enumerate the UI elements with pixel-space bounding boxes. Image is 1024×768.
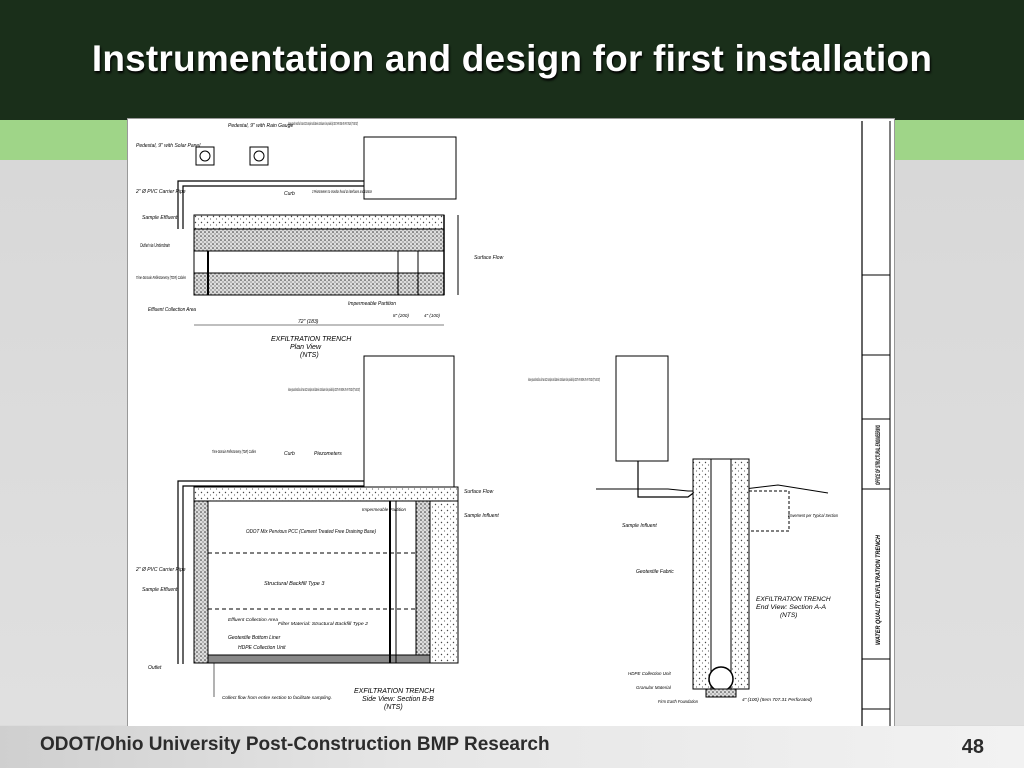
label-metal-box: Above-ground metal box for two ISCO samp…: [288, 121, 358, 126]
label-metal-box-side: Above-ground metal box for two ISCO samp…: [288, 387, 360, 392]
label-curb: Curb: [284, 191, 295, 197]
label-filter: Filter Material: Structural Backfill Typ…: [278, 621, 369, 626]
title-bar: [0, 0, 1024, 120]
slide-title: Instrumentation and design for first ins…: [91, 38, 933, 79]
side-caption-2: Side View: Section B-B: [362, 696, 434, 703]
side-curb: [193, 486, 459, 502]
plan-caption-3: (NTS): [300, 352, 319, 359]
end-view: Above-ground metal box for two ISCO samp…: [528, 355, 838, 704]
label-effluent-area-side: Effluent Collection Area: [228, 617, 279, 622]
title-block: OFFICE OF STRUCTURAL ENGINEERING WATER Q…: [861, 121, 891, 727]
metal-box: [363, 136, 457, 200]
label-carrier-pipe: 2" Ø PVC Carrier Pipe: [135, 189, 186, 195]
label-surface-flow: Surface Flow: [474, 255, 504, 261]
side-view: Above-ground metal box for two ISCO samp…: [135, 355, 499, 711]
label-geotextile-side: Geotextile Bottom Liner: [228, 635, 281, 641]
end-caption-1: EXFILTRATION TRENCH: [756, 596, 831, 603]
label-sample-effluent: Sample Effluent: [142, 215, 178, 221]
label-geotextile-end: Geotextile Fabric: [636, 569, 674, 575]
label-pedestal-solar: Pedestal, 9" with Solar Panel: [136, 143, 201, 149]
label-pedestal-gauge: Pedestal, 9" with Rain Gauge: [228, 123, 293, 129]
metal-box-side: [363, 355, 455, 489]
label-pipe: 4" (100) (Item 707.31 Perforated): [742, 697, 813, 702]
plan-caption-2: Plan View: [290, 344, 322, 351]
label-sample-effluent-side: Sample Effluent: [142, 587, 178, 593]
label-carrier-pipe-side: 2" Ø PVC Carrier Pipe: [135, 567, 186, 573]
label-firm-earth: Firm Earth Foundation: [658, 699, 698, 704]
label-impermeable-side: Impermeable Partition: [362, 507, 406, 512]
label-collect: Collect flow from entire section to faci…: [222, 695, 332, 700]
rain-gauge-pedestal: [195, 146, 215, 166]
dim-b: 4" (100): [424, 313, 440, 318]
solar-pedestal: [249, 146, 269, 166]
label-hdpe-end: HDPE Collection Unit: [628, 671, 672, 676]
title-block-office: OFFICE OF STRUCTURAL ENGINEERING: [876, 425, 882, 485]
label-piezometers: 3 Piezometers to monitor head at interfa…: [312, 189, 372, 194]
label-granular: Granular Material: [636, 685, 672, 690]
hdpe-collection-unit: [207, 654, 431, 664]
label-curb-side: Curb: [284, 451, 295, 457]
label-impermeable: Impermeable Partition: [348, 301, 396, 307]
page-number: 48: [961, 736, 984, 758]
side-caption-1: EXFILTRATION TRENCH: [354, 688, 435, 695]
dim-a: 8" (200): [393, 313, 409, 318]
footer-bar: [0, 726, 1024, 768]
engineering-drawing: Pedestal, 9" with Rain Gauge Pedestal, 9…: [127, 118, 895, 730]
label-pcc: ODOT Mix Pervious PCC (Cement Treated Fr…: [246, 529, 376, 535]
label-piezometers-side: Piezometers: [314, 451, 342, 457]
footer-text: ODOT/Ohio University Post-Construction B…: [40, 734, 550, 755]
end-caption-2: End View: Section A-A: [756, 604, 826, 611]
plan-curb: [193, 214, 445, 230]
drawing-svg: Pedestal, 9" with Rain Gauge Pedestal, 9…: [135, 121, 891, 727]
label-hdpe-side: HDPE Collection Unit: [238, 645, 286, 651]
label-tdr: Time-Domain Reflectometry (TDR) Cables: [136, 275, 186, 280]
label-effluent-area: Effluent Collection Area: [148, 307, 196, 313]
metal-box-end: [615, 355, 669, 462]
label-surface-flow-side: Surface Flow: [464, 489, 494, 495]
perforated-pipe: [708, 666, 734, 692]
label-metal-box-end: Above-ground metal box for two ISCO samp…: [528, 377, 600, 382]
label-pavement: Pavement per Typical Section: [788, 513, 838, 518]
title-block-project: WATER QUALITY EXFILTRATION TRENCH: [875, 535, 882, 645]
label-sample-influent-side: Sample Influent: [464, 513, 499, 519]
end-caption-3: (NTS): [780, 612, 797, 619]
label-sample-influent-end: Sample Influent: [622, 523, 657, 529]
plan-view: Pedestal, 9" with Rain Gauge Pedestal, 9…: [135, 121, 504, 359]
dim-length: 72" (183): [298, 319, 319, 325]
plan-caption-1: EXFILTRATION TRENCH: [271, 336, 352, 343]
label-tdr-side: Time-Domain Reflectometry (TDR) Cables: [212, 449, 256, 454]
label-outlet-side: Outlet: [148, 665, 162, 671]
side-caption-3: (NTS): [384, 704, 403, 711]
label-outlet: Outlet via Underdrain: [140, 243, 170, 249]
label-backfill3: Structural Backfill Type 3: [264, 581, 325, 587]
